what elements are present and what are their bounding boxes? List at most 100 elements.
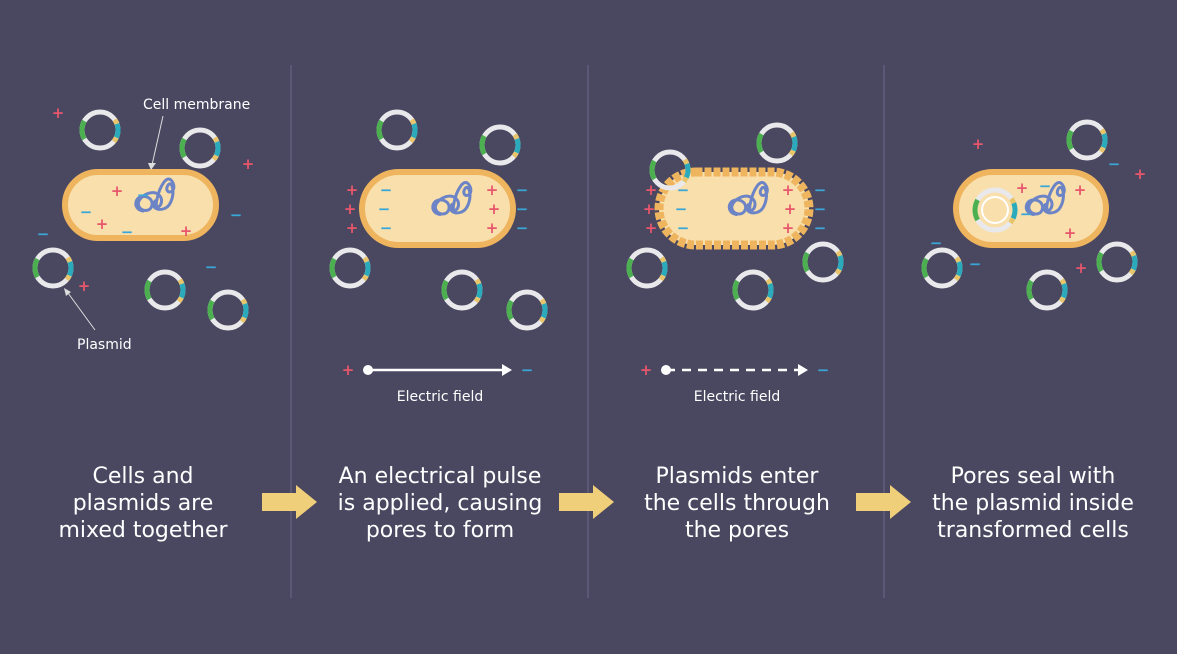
step-caption-line: An electrical pulse	[339, 464, 542, 489]
plasmid-gene-yellow	[953, 274, 961, 282]
plasmid-gene-teal	[1060, 282, 1068, 299]
plasmid-gene-yellow	[362, 256, 370, 263]
plasmid-gene-teal	[475, 282, 483, 299]
plasmid-gene-green	[329, 257, 337, 279]
next-step-arrow-icon	[559, 485, 614, 519]
electric-field-label: Electric field	[694, 389, 781, 405]
cell-membrane-pointer	[151, 115, 164, 166]
plasmid-gene-green	[441, 279, 449, 301]
step-caption-line: the cells through	[644, 491, 830, 516]
positive-charge-icon: +	[488, 200, 501, 218]
plasmid-ring	[1096, 241, 1138, 283]
next-step-arrow-icon	[262, 485, 317, 519]
plasmid-pointer	[67, 292, 96, 331]
plasmid-gene-yellow	[682, 158, 690, 165]
plasmid-gene-yellow	[788, 149, 796, 157]
cell-membrane	[654, 167, 814, 250]
positive-charge-icon: +	[1075, 259, 1088, 277]
plasmid-gene-teal	[683, 162, 691, 179]
cell-membrane	[62, 169, 219, 241]
plasmid-gene-green	[207, 299, 215, 321]
negative-charge-icon: −	[137, 186, 150, 204]
plasmid-gene-yellow	[1008, 217, 1016, 225]
negative-charge-icon: −	[969, 255, 982, 273]
negative-charge-icon: −	[675, 200, 688, 218]
cell-membrane	[359, 169, 516, 248]
arrowhead-icon	[798, 364, 808, 376]
dna-icon	[1024, 181, 1066, 216]
plasmid-gene-teal	[836, 254, 844, 271]
plasmid-gene-yellow	[659, 256, 667, 263]
negative-charge-icon: −	[380, 219, 393, 237]
positive-charge-icon: +	[52, 104, 65, 122]
plasmid-ring	[32, 247, 74, 289]
plasmid-icon	[207, 289, 249, 331]
plasmid-icon	[756, 122, 798, 164]
plasmid-ring	[376, 109, 418, 151]
positive-charge-icon: +	[782, 181, 795, 199]
positive-charge-icon: +	[486, 181, 499, 199]
negative-charge-icon: −	[1020, 205, 1033, 223]
plasmid-gene-teal	[410, 122, 418, 139]
plasmid-gene-teal	[955, 260, 963, 277]
positive-charge-icon: +	[346, 219, 359, 237]
plasmid-gene-green	[626, 257, 634, 279]
plasmid-gene-yellow	[658, 274, 666, 282]
plasmid-label: Plasmid	[77, 337, 132, 353]
plasmid-gene-green	[376, 119, 384, 141]
plasmid-gene-yellow	[1058, 296, 1066, 304]
next-step-arrow-icon	[856, 485, 911, 519]
dna-icon	[134, 177, 176, 213]
plasmid-gene-green	[732, 279, 740, 301]
negative-charge-icon: −	[205, 258, 218, 276]
positive-charge-icon: +	[1016, 179, 1029, 197]
plasmid-gene-yellow	[112, 118, 120, 125]
negative-charge-icon: −	[677, 181, 690, 199]
negative-charge-icon: −	[930, 234, 943, 252]
negative-charge-icon: −	[121, 223, 134, 241]
plasmid-gene-yellow	[1129, 250, 1137, 257]
plasmid-icon	[802, 241, 844, 283]
plasmid-ring	[144, 269, 186, 311]
plasmid-icon	[329, 247, 371, 289]
plasmid-icon	[441, 269, 483, 311]
plasmid-gene-yellow	[239, 316, 247, 324]
plasmid-gene-yellow	[474, 278, 482, 285]
plasmid-icon	[479, 124, 521, 166]
electric-field-label: Electric field	[397, 389, 484, 405]
step-caption-line: plasmids are	[73, 491, 214, 516]
plasmid-gene-yellow	[212, 136, 220, 143]
plasmid-gene-teal	[513, 137, 521, 154]
negative-charge-icon: −	[80, 203, 93, 221]
step-caption-line: mixed together	[58, 518, 228, 543]
plasmid-ring	[626, 247, 668, 289]
negative-charge-icon: −	[516, 219, 529, 237]
dna-icon	[727, 181, 769, 216]
plasmid-ring	[732, 269, 774, 311]
plasmid-gene-green	[756, 132, 764, 154]
plasmid-gene-teal	[66, 260, 74, 277]
plasmid-ring	[441, 269, 483, 311]
pointer-arrowhead-icon	[64, 288, 71, 296]
negative-charge-icon: −	[677, 219, 690, 237]
plasmid-ring	[179, 127, 221, 169]
plasmid-icon	[732, 269, 774, 311]
plasmid-gene-yellow	[408, 136, 416, 144]
plasmid-icon	[649, 149, 691, 191]
plasmid-gene-yellow	[211, 154, 219, 162]
plasmid-gene-yellow	[681, 176, 689, 184]
plasmid-icon	[79, 109, 121, 151]
electric-field-arrow: +−	[342, 361, 534, 379]
plasmid-ring	[756, 122, 798, 164]
plasmid-gene-green	[79, 119, 87, 141]
plasmid-gene-teal	[213, 140, 221, 157]
positive-charge-icon: +	[242, 155, 255, 173]
plasmid-gene-teal	[540, 302, 548, 319]
step-caption-line: Pores seal with	[951, 464, 1116, 489]
plasmid-gene-yellow	[177, 278, 185, 285]
positive-charge-icon: +	[645, 219, 658, 237]
plasmid-gene-yellow	[473, 296, 481, 304]
plasmid-gene-yellow	[539, 298, 547, 305]
positive-charge-icon: +	[1064, 224, 1077, 242]
